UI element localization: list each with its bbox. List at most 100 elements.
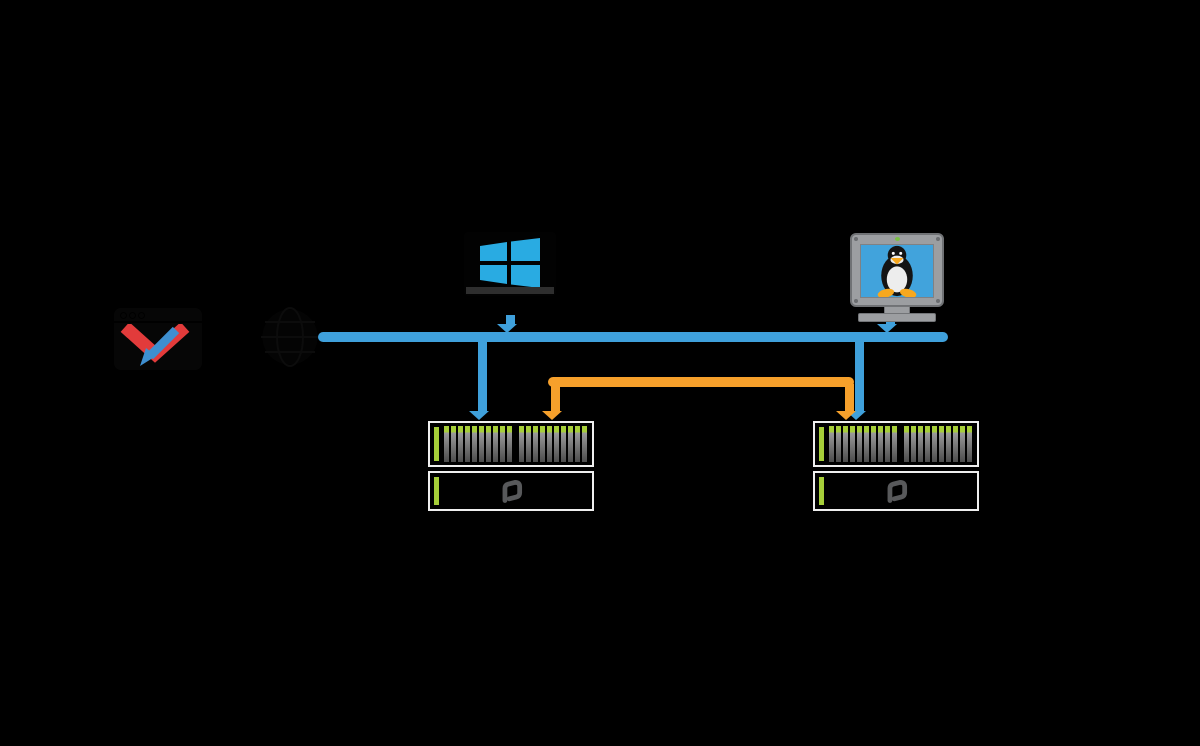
- replication-right-arrow-icon: [836, 411, 856, 420]
- drive-slat: [857, 426, 862, 462]
- drive-slat: [864, 426, 869, 462]
- linux-stem-arrow-icon: [877, 324, 897, 333]
- drive-slat: [451, 426, 456, 462]
- drive-slat: [493, 426, 498, 462]
- controller-chassis: [813, 471, 979, 511]
- drive-slat: [904, 426, 909, 462]
- array-right-model: FlashArray //X70R3: [834, 524, 966, 541]
- screw-icon: [854, 237, 858, 241]
- fileserver-row-label-line2: connectivity:: [295, 615, 389, 632]
- drive-slat: [507, 426, 512, 462]
- drive-slat: [892, 426, 897, 462]
- drive-shelf: [813, 421, 979, 467]
- fileserver-right-line2: files.lab.local:/share: [819, 615, 951, 632]
- windows-host-line3: (10.21.230.101): [459, 207, 565, 224]
- linux-monitor-icon: [850, 233, 944, 307]
- drive-slat: [568, 426, 573, 462]
- drive-slat: [911, 426, 916, 462]
- window-dot-icon: [120, 312, 127, 319]
- drive-slat: [939, 426, 944, 462]
- drive-slat: [925, 426, 930, 462]
- array-info-row: [263, 516, 1001, 570]
- window-dot-icon: [138, 312, 145, 319]
- rdp-label-line1: Remote: [137, 372, 183, 387]
- drive-slat: [472, 426, 477, 462]
- replication-network-label: Replication network: [639, 392, 771, 409]
- linux-host-line1: Linux host: [863, 191, 933, 208]
- array-left-model: FlashArray //X50R2: [449, 524, 581, 541]
- fileserver-row-label-line1: File Server: [303, 595, 381, 612]
- mgmt-drop-left-arrow-icon: [469, 411, 489, 420]
- drive-slat: [444, 426, 449, 462]
- power-led-icon: [895, 237, 900, 241]
- drive-slat: [960, 426, 965, 462]
- drive-slat: [458, 426, 463, 462]
- globe-icon: [259, 306, 321, 368]
- rdp-label-line2: Desktop: [136, 387, 184, 402]
- array-left-purity: (Purity 6.1.6): [472, 545, 558, 562]
- bezel-accent-bar: [819, 477, 824, 505]
- bezel-accent-bar: [819, 427, 824, 461]
- management-network-label: Management network (10.21.230.0/24): [543, 343, 803, 360]
- fileserver-left-line1: SMB endpoint: [462, 595, 558, 612]
- fileserver-row-label: File Server connectivity:: [272, 594, 412, 634]
- drive-slat: [486, 426, 491, 462]
- windows-monitor-icon: [460, 228, 560, 300]
- array-right-purity: (Purity 6.1.6): [857, 545, 943, 562]
- drive-shelf: [428, 421, 594, 467]
- drive-slat: [547, 426, 552, 462]
- drive-slat: [554, 426, 559, 462]
- linux-screen: [860, 244, 934, 298]
- drive-group: [519, 426, 587, 462]
- drive-slat: [575, 426, 580, 462]
- drive-slat: [829, 426, 834, 462]
- linux-host-label: Linux host (10.21.230.102): [820, 189, 976, 231]
- pure-storage-logo-icon: [887, 479, 908, 503]
- fileserver-right-info: NFS endpoint files.lab.local:/share: [785, 594, 985, 634]
- mgmt-drop-right-arrow-icon: [846, 411, 866, 420]
- drive-slat: [871, 426, 876, 462]
- drive-slat: [519, 426, 524, 462]
- drive-slat: [465, 426, 470, 462]
- windows-monitor-stand: [496, 300, 524, 310]
- linux-host-line2: (10.21.230.102): [845, 212, 951, 229]
- drive-group: [444, 426, 512, 462]
- drive-slat: [953, 426, 958, 462]
- screw-icon: [936, 299, 940, 303]
- drive-slat: [850, 426, 855, 462]
- mgmt-drop-right-array: [855, 342, 864, 411]
- drive-slat: [479, 426, 484, 462]
- linux-monitor-base: [858, 313, 936, 322]
- drive-slat: [946, 426, 951, 462]
- flasharray-right: [813, 419, 983, 513]
- window-dot-icon: [129, 312, 136, 319]
- array-row-label: Array:: [312, 532, 358, 549]
- diagram-title: PureStorage FA Files Lab: [296, 104, 635, 134]
- drive-slat: [836, 426, 841, 462]
- replication-drop-left: [551, 384, 560, 411]
- windows-stem-arrow-icon: [497, 324, 517, 333]
- drive-slat: [967, 426, 972, 462]
- replication-drop-right: [845, 384, 854, 411]
- windows-host-line1: Windows host: [465, 165, 559, 182]
- remote-desktop-icon: [111, 305, 205, 373]
- drive-slat: [878, 426, 883, 462]
- array-left-info: FlashArray //X50R2 (Purity 6.1.6): [410, 522, 620, 564]
- replication-network-line: [548, 377, 854, 387]
- drive-group: [829, 426, 897, 462]
- mgmt-drop-left-array: [478, 342, 487, 411]
- drive-slat: [932, 426, 937, 462]
- drive-slat: [533, 426, 538, 462]
- drive-slat: [500, 426, 505, 462]
- drive-slat: [561, 426, 566, 462]
- tux-penguin-icon: [877, 245, 917, 297]
- monitor-bezel-strip: [466, 287, 554, 294]
- fileserver-left-line2: \\files.lab.local\share: [442, 615, 578, 632]
- drive-slat: [918, 426, 923, 462]
- windows-host-line2: SMB client: [476, 186, 548, 203]
- fileserver-info-row: [263, 588, 1001, 638]
- drive-slat: [526, 426, 531, 462]
- drive-slat: [540, 426, 545, 462]
- windows-flag-icon: [480, 238, 540, 288]
